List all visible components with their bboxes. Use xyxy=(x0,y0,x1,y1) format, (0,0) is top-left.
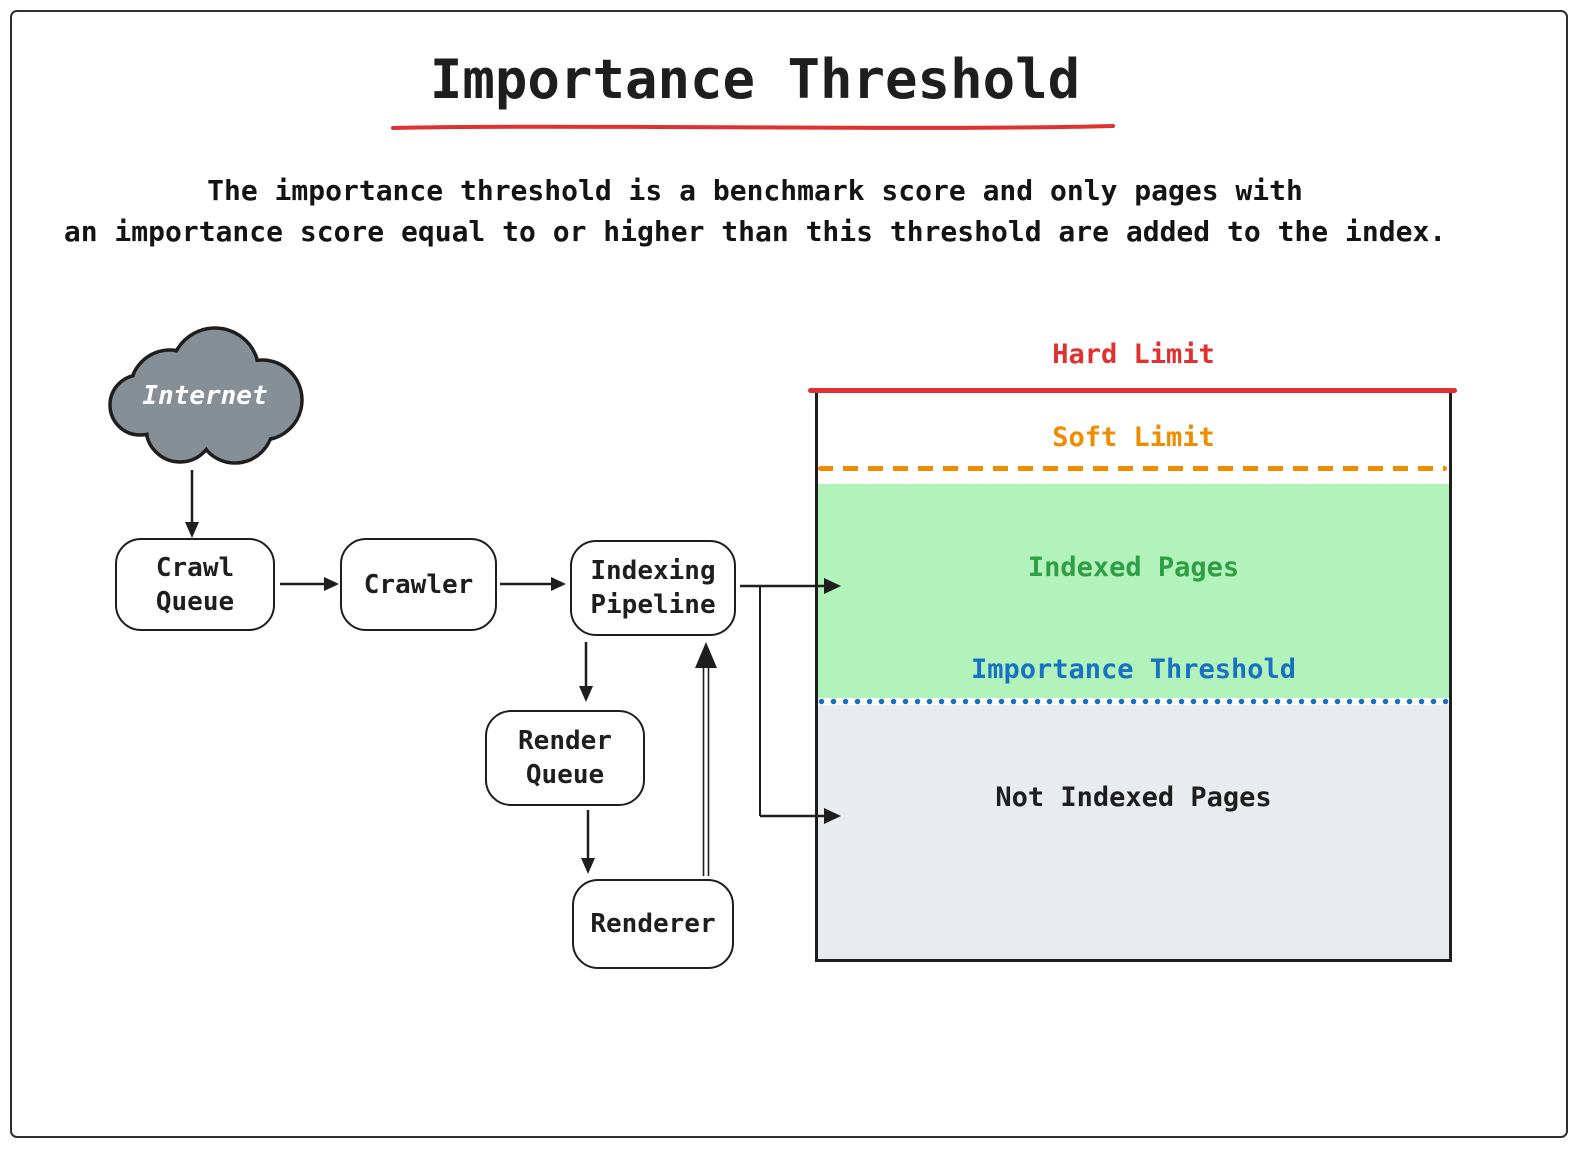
node-crawl-queue: Crawl Queue xyxy=(115,538,275,631)
internet-cloud-icon xyxy=(108,326,304,465)
page-title: Importance Threshold xyxy=(429,48,1081,111)
node-crawler-label: Crawler xyxy=(363,569,474,600)
indexed-pages-label: Indexed Pages xyxy=(1027,552,1240,583)
node-renderer: Renderer xyxy=(572,879,734,969)
hard-limit-line xyxy=(808,388,1457,393)
indexed-pages-region xyxy=(818,484,1449,698)
node-indexing-pipeline-label: Indexing Pipeline xyxy=(590,556,716,620)
not-indexed-pages-region xyxy=(818,705,1449,959)
description-line-1: The importance threshold is a benchmark … xyxy=(207,174,1303,207)
node-render-queue: Render Queue xyxy=(485,710,645,806)
title-underline xyxy=(391,124,1115,130)
node-indexing-pipeline: Indexing Pipeline xyxy=(570,540,736,636)
node-crawl-queue-label: Crawl Queue xyxy=(155,552,235,617)
importance-threshold-dotted-line xyxy=(818,698,1449,705)
page-description: The importance threshold is a benchmark … xyxy=(55,170,1455,252)
node-renderer-label: Renderer xyxy=(590,909,716,939)
arrow-renderer-to-indexing-pipeline xyxy=(695,642,717,876)
not-indexed-pages-label: Not Indexed Pages xyxy=(995,782,1272,813)
arrow-crawl-queue-to-crawler xyxy=(280,577,339,591)
hard-limit-label: Hard Limit xyxy=(1052,339,1215,370)
soft-limit-label: Soft Limit xyxy=(1052,422,1215,453)
arrow-render-queue-to-renderer xyxy=(581,810,595,874)
arrow-internet-to-crawl-queue xyxy=(185,470,199,538)
node-crawler: Crawler xyxy=(340,538,497,631)
importance-threshold-label: Importance Threshold xyxy=(970,654,1297,685)
node-render-queue-label: Render Queue xyxy=(518,726,612,790)
arrow-crawler-to-indexing-pipeline xyxy=(500,577,566,591)
arrow-indexing-pipeline-to-indexed-pages xyxy=(740,578,841,594)
arrow-indexing-pipeline-to-not-indexed-pages xyxy=(759,586,841,824)
description-line-2: an importance score equal to or higher t… xyxy=(63,215,1447,248)
arrow-indexing-pipeline-to-render-queue xyxy=(579,642,593,702)
internet-cloud-label: Internet xyxy=(142,381,268,411)
soft-limit-dashed-line xyxy=(818,466,1447,471)
